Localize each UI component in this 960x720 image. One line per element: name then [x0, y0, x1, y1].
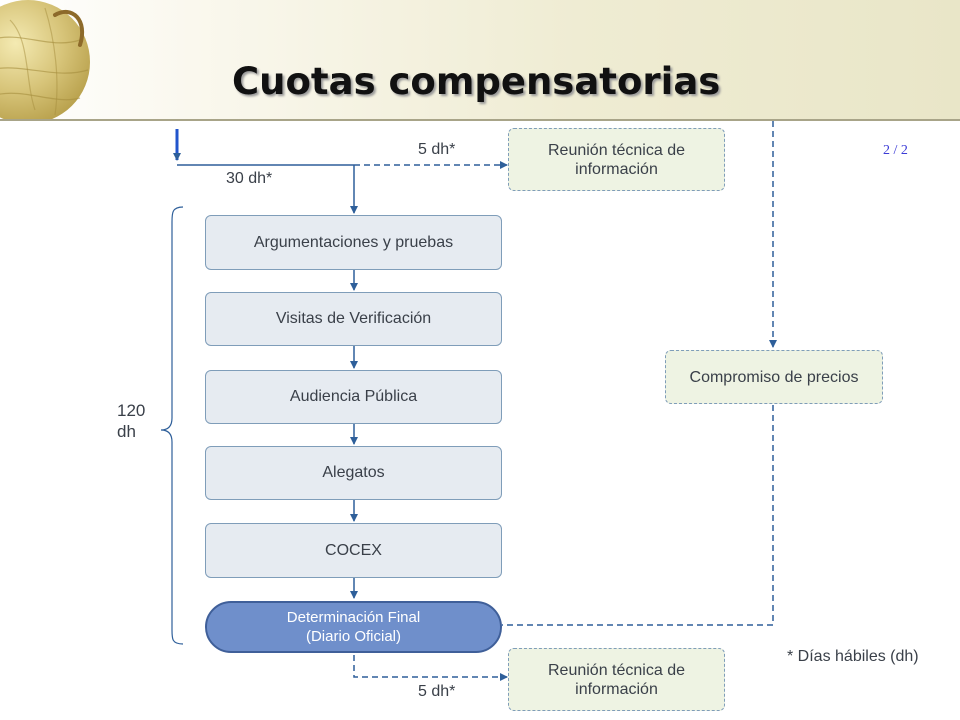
step-visitas: Visitas de Verificación [205, 292, 502, 346]
bottom-technical-meeting: Reunión técnica de información [508, 648, 725, 711]
top-days-label: 5 dh* [418, 141, 456, 158]
step-alegatos: Alegatos [205, 446, 502, 500]
step-cocex: COCEX [205, 523, 502, 578]
footnote: * Días hábiles (dh) [787, 648, 919, 665]
step-argumentaciones: Argumentaciones y pruebas [205, 215, 502, 270]
top-technical-meeting: Reunión técnica de información [508, 128, 725, 191]
price-to-final-line [502, 405, 774, 626]
final-determination: Determinación Final (Diario Oficial) [205, 601, 502, 653]
entry-days-label: 30 dh* [226, 170, 273, 187]
page-title: Cuotas compensatorias [232, 60, 721, 103]
header-divider [0, 119, 960, 121]
page-number: 2 / 2 [883, 143, 908, 158]
bottom-days-label: 5 dh* [418, 683, 456, 700]
arrow-to-bottom-meeting [353, 655, 508, 681]
period-brace [160, 206, 184, 645]
price-commitment: Compromiso de precios [665, 350, 883, 404]
globe-icon [0, 0, 90, 121]
step-audiencia: Audiencia Pública [205, 370, 502, 424]
total-days-label: 120 dh [117, 401, 146, 441]
slide-header [0, 0, 960, 121]
